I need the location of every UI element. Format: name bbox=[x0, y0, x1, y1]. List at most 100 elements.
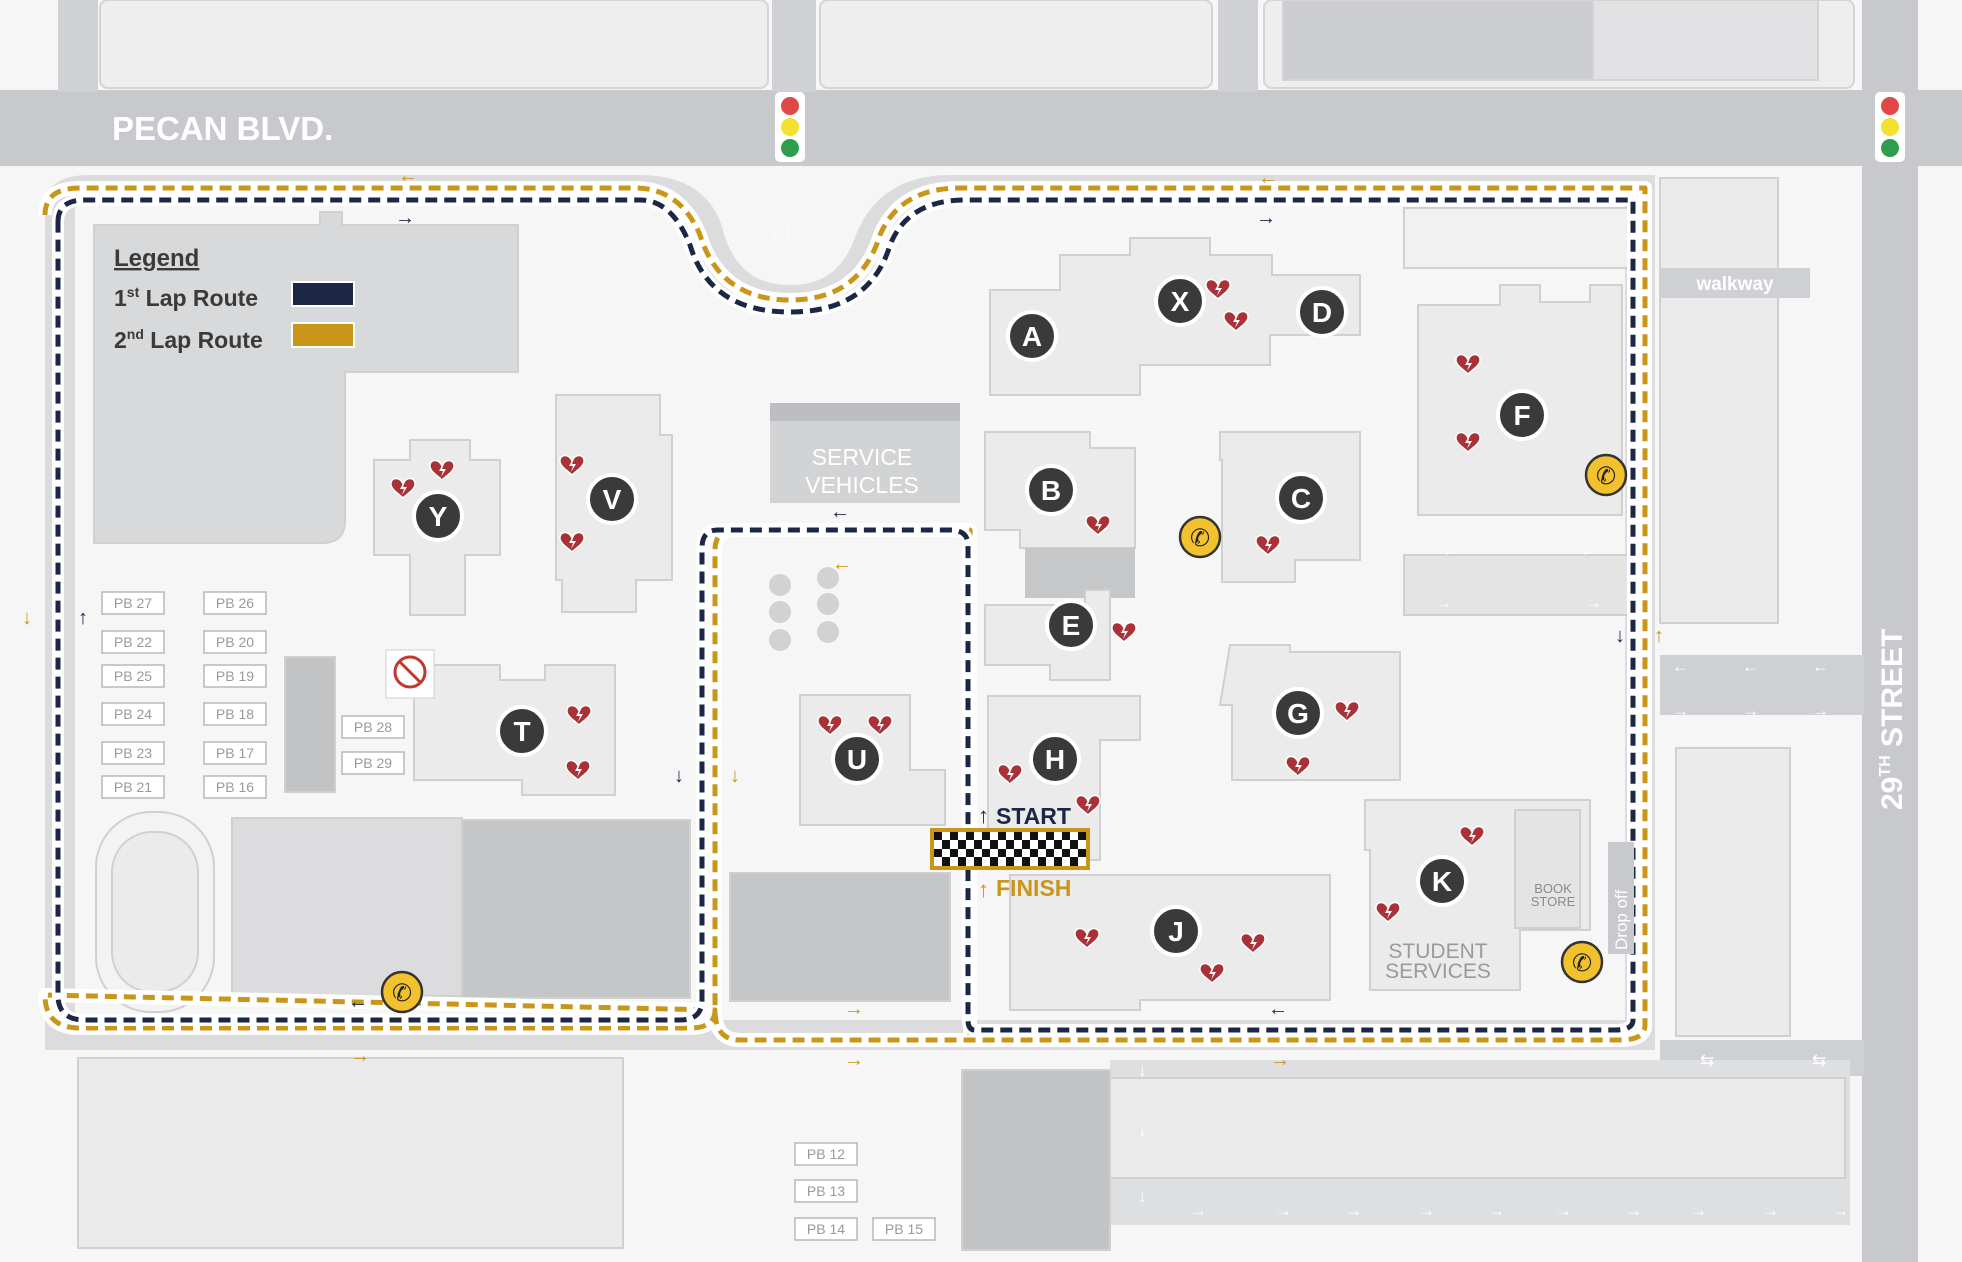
top-blocks bbox=[99, 0, 1855, 89]
service-vehicles-label: VEHICLES bbox=[805, 472, 919, 498]
no-smoking-icon bbox=[385, 649, 435, 699]
svg-text:PB 29: PB 29 bbox=[354, 755, 392, 771]
svg-text:→: → bbox=[1190, 1201, 1207, 1220]
aed-heart-icon bbox=[867, 714, 893, 737]
svg-text:→: → bbox=[1256, 207, 1276, 229]
svg-text:✆: ✆ bbox=[1596, 463, 1616, 490]
svg-text:PB 25: PB 25 bbox=[114, 668, 152, 684]
aed-heart-icon bbox=[1455, 431, 1481, 454]
svg-text:↓: ↓ bbox=[1138, 1187, 1147, 1206]
svg-text:→: → bbox=[1275, 1201, 1292, 1220]
svg-text:PB 18: PB 18 bbox=[216, 706, 254, 722]
aed-heart-icon bbox=[997, 763, 1023, 786]
legend-lap2-swatch bbox=[291, 322, 355, 348]
street-label-29th: 29TH STREET bbox=[1876, 629, 1909, 810]
building-marker-e[interactable]: E bbox=[1045, 599, 1097, 651]
parking-label: PB 12 bbox=[794, 1142, 858, 1166]
building-letter: U bbox=[847, 744, 867, 775]
building-marker-v[interactable]: V bbox=[586, 473, 638, 525]
svg-text:←: ← bbox=[1442, 541, 1459, 560]
parking-label: PB 19 bbox=[203, 664, 267, 688]
building-letter: G bbox=[1287, 698, 1309, 729]
aed-heart-icon bbox=[1085, 514, 1111, 537]
svg-text:↓: ↓ bbox=[1615, 625, 1625, 647]
svg-text:↓: ↓ bbox=[730, 765, 740, 787]
svg-text:→: → bbox=[1742, 701, 1759, 720]
building-letter: X bbox=[1171, 286, 1190, 317]
aed-heart-icon bbox=[559, 454, 585, 477]
svg-text:↑: ↑ bbox=[978, 803, 989, 828]
building-marker-j[interactable]: J bbox=[1150, 905, 1202, 957]
building-marker-b[interactable]: B bbox=[1025, 464, 1077, 516]
svg-text:PB 24: PB 24 bbox=[114, 706, 152, 722]
svg-text:⇆: ⇆ bbox=[1700, 1051, 1714, 1070]
svg-text:→: → bbox=[1832, 1201, 1849, 1220]
svg-text:PB 28: PB 28 bbox=[354, 719, 392, 735]
student-services-label: SERVICES bbox=[1385, 960, 1491, 983]
building-marker-c[interactable]: C bbox=[1275, 472, 1327, 524]
building-marker-y[interactable]: Y bbox=[412, 490, 464, 542]
building-marker-g[interactable]: G bbox=[1272, 687, 1324, 739]
parking-label: PB 24 bbox=[101, 702, 165, 726]
parking-label: PB 18 bbox=[203, 702, 267, 726]
svg-text:→: → bbox=[1555, 1201, 1572, 1220]
svg-text:PB 16: PB 16 bbox=[216, 779, 254, 795]
svg-text:PB 15: PB 15 bbox=[885, 1221, 923, 1237]
emergency-phones: ✆✆✆✆ bbox=[380, 453, 1628, 1014]
svg-text:→: → bbox=[844, 998, 864, 1020]
svg-text:↑: ↑ bbox=[978, 877, 989, 902]
student-services-label: STUDENT bbox=[1388, 940, 1487, 963]
building-marker-u[interactable]: U bbox=[831, 733, 883, 785]
aed-heart-icon bbox=[1240, 932, 1266, 955]
svg-text:→: → bbox=[1625, 1201, 1642, 1220]
svg-text:→: → bbox=[1270, 1049, 1290, 1071]
aed-heart-icon bbox=[559, 531, 585, 554]
parking-label: PB 22 bbox=[101, 630, 165, 654]
aed-heart-icon bbox=[1255, 534, 1281, 557]
legend-lap1-swatch bbox=[291, 281, 355, 307]
svg-text:←: ← bbox=[1672, 657, 1689, 676]
building-letter: E bbox=[1062, 610, 1081, 641]
svg-text:→: → bbox=[844, 1049, 864, 1071]
svg-text:PB 13: PB 13 bbox=[807, 1183, 845, 1199]
emergency-phone-icon: ✆ bbox=[1584, 453, 1628, 497]
building-letter: J bbox=[1168, 916, 1184, 947]
building-letter: D bbox=[1312, 297, 1332, 328]
parking-label: PB 16 bbox=[203, 775, 267, 799]
building-marker-f[interactable]: F bbox=[1496, 389, 1548, 441]
traffic-arrows: ↓ ↑ ←← →→ ←←← →→→ ⇆⇆ ↓ ↓↓ →→→ →→→ →→→→ bbox=[770, 222, 1849, 1220]
svg-text:↑: ↑ bbox=[78, 607, 88, 629]
svg-text:←: ← bbox=[830, 501, 850, 523]
svg-text:PB 14: PB 14 bbox=[807, 1221, 845, 1237]
svg-text:✆: ✆ bbox=[392, 980, 412, 1007]
parking-label: PB 15 bbox=[872, 1217, 936, 1241]
book-store-label: BOOK bbox=[1534, 881, 1572, 896]
building-marker-a[interactable]: A bbox=[1006, 310, 1058, 362]
book-store-label: STORE bbox=[1531, 894, 1576, 909]
parking-label: PB 23 bbox=[101, 741, 165, 765]
building-letter: C bbox=[1291, 483, 1311, 514]
svg-text:←: ← bbox=[1812, 657, 1829, 676]
route-arrows: ← → ← → ↓ ↑ ↓ ↓ ← ← ↓ ↑ ← → → → ← → bbox=[22, 165, 1664, 1071]
aed-icons bbox=[390, 278, 1485, 985]
aed-heart-icon bbox=[1223, 310, 1249, 333]
building-marker-k[interactable]: K bbox=[1416, 855, 1468, 907]
route-lap-1 bbox=[52, 194, 1639, 1036]
building-marker-t[interactable]: T bbox=[496, 705, 548, 757]
svg-text:↓: ↓ bbox=[1138, 1121, 1147, 1140]
aed-heart-icon bbox=[1459, 825, 1485, 848]
aed-heart-icon bbox=[390, 477, 416, 500]
building-marker-x[interactable]: X bbox=[1154, 275, 1206, 327]
building-markers: A B C D E F G H J K T U V X Y bbox=[412, 275, 1548, 957]
legend-lap1-label: 1st Lap Route bbox=[114, 284, 258, 311]
svg-text:→: → bbox=[1345, 1201, 1362, 1220]
parking-label: PB 28 bbox=[341, 715, 405, 739]
building-marker-h[interactable]: H bbox=[1029, 733, 1081, 785]
svg-text:←: ← bbox=[398, 165, 418, 187]
aed-heart-icon bbox=[566, 704, 592, 727]
svg-text:→: → bbox=[1585, 593, 1602, 612]
traffic-light-icon bbox=[1875, 92, 1905, 162]
building-marker-d[interactable]: D bbox=[1296, 286, 1348, 338]
aed-heart-icon bbox=[1075, 794, 1101, 817]
